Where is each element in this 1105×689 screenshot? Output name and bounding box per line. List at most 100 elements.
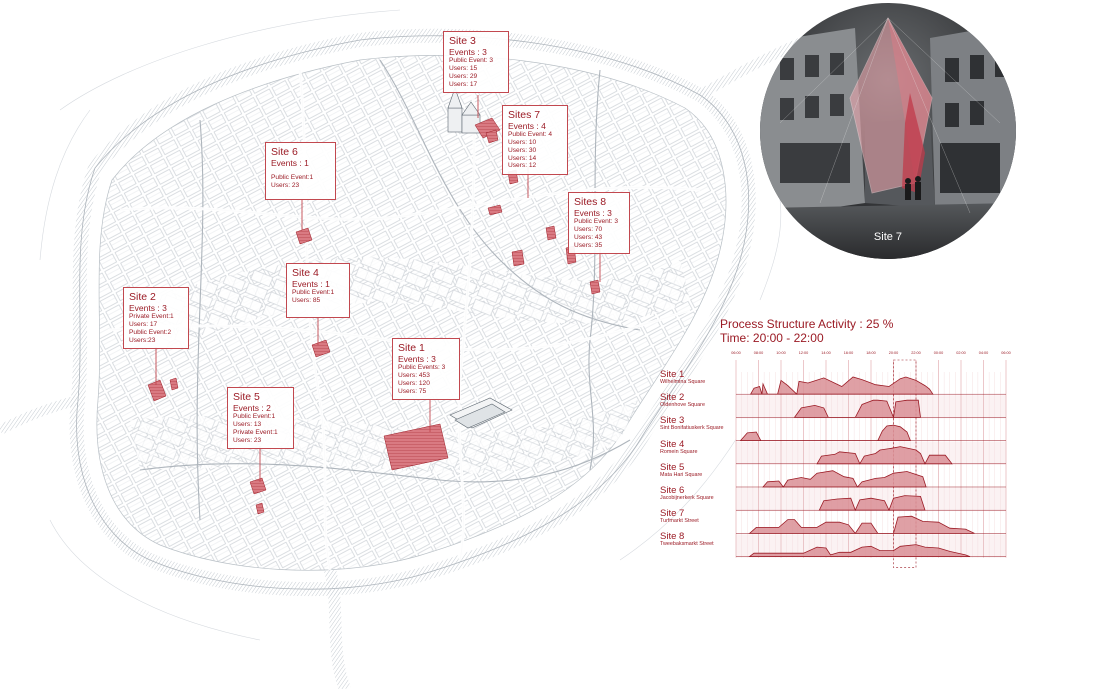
x-tick-label: 14:00 <box>821 351 831 355</box>
x-tick-label: 04:00 <box>978 351 989 355</box>
site-7-events: Events : 4 <box>508 121 546 132</box>
church-site-3 <box>447 87 481 134</box>
x-tick-label: 06:00 <box>731 351 741 355</box>
site-3-line: Public Event: 3 <box>449 57 493 65</box>
row-location: Jacobijnerkerk Square <box>660 494 714 501</box>
site-1-events: Events : 3 <box>398 354 436 365</box>
area-site-3 <box>739 424 911 441</box>
site-8-events: Events : 3 <box>574 208 612 219</box>
site-1-line: Users: 453 <box>398 372 430 380</box>
complex-site-1 <box>449 397 513 429</box>
site-7-title: Sites 7 <box>508 109 541 121</box>
site-2-line: Public Event:2 <box>129 328 172 336</box>
row-name: Site 4 <box>660 438 685 450</box>
x-tick-label: 20:00 <box>888 351 899 355</box>
site-2-line: Users:23 <box>129 336 156 344</box>
site-4-title: Site 4 <box>292 267 319 279</box>
site-2-line: Users: 17 <box>129 321 158 329</box>
x-tick-label: 00:00 <box>933 351 944 355</box>
site-8-callout[interactable]: Sites 8 Events : 3 Public Event: 3 Users… <box>568 192 630 255</box>
row-name: Site 1 <box>660 369 685 380</box>
site-1-line: Public Events: 3 <box>398 364 446 372</box>
site-3-title: Site 3 <box>449 35 476 47</box>
site-5-line: Public Event:1 <box>233 413 276 421</box>
site-4-events: Events : 1 <box>292 279 330 290</box>
site-1-line: Users: 120 <box>398 379 430 387</box>
site-3-events: Events : 3 <box>449 47 487 58</box>
x-tick-label: 16:00 <box>843 351 854 355</box>
row-location: Oldenhove Square <box>660 402 705 409</box>
x-tick-label: 08:00 <box>753 351 764 355</box>
site-8-line: Users: 43 <box>574 233 603 241</box>
site-2-callout[interactable]: Site 2 Events : 3 Private Event:1 Users:… <box>123 287 189 350</box>
row-name: Site 6 <box>660 485 685 496</box>
site-8-line: Public Event: 3 <box>574 218 618 226</box>
site-7-line: Users: 30 <box>508 146 537 154</box>
site-5-callout[interactable]: Site 5 Events : 2 Public Event:1 Users: … <box>227 387 294 450</box>
site-1-line: Users: 75 <box>398 387 427 395</box>
chart-time-range: Time: 20:00 - 22:00 <box>720 331 824 345</box>
site-7-line: Users: 10 <box>508 139 537 147</box>
site-5-line: Users: 13 <box>233 421 262 429</box>
site-5-title: Site 5 <box>233 391 260 403</box>
site-1-title: Site 1 <box>398 342 425 354</box>
x-tick-label: 06:00 <box>1001 351 1011 355</box>
site-3-line: Users: 29 <box>449 72 478 80</box>
site-7-line: Public Event: 4 <box>508 131 552 139</box>
area-site-4 <box>816 446 953 465</box>
site-6-callout[interactable]: Site 6 Events : 1 Public Event:1 Users: … <box>265 142 336 200</box>
site-7-line: Users: 12 <box>508 162 537 170</box>
site-4-callout[interactable]: Site 4 Events : 1 Public Event:1 Users: … <box>286 263 350 318</box>
street-scene-illustration <box>760 3 1016 259</box>
area-site-7 <box>748 515 975 535</box>
area-site-1 <box>749 376 934 396</box>
row-name: Site 3 <box>660 415 685 427</box>
site-3-line: Users: 15 <box>449 65 478 73</box>
site-3-callout[interactable]: Site 3 Events : 3 Public Event: 3 Users:… <box>443 31 509 94</box>
area-site-8 <box>748 544 971 557</box>
row-location: Turfmarkt Street <box>660 518 699 525</box>
site-1-callout[interactable]: Site 1 Events : 3 Public Events: 3 Users… <box>392 338 460 401</box>
photo-caption: Site 7 <box>873 231 903 243</box>
site-7-line: Users: 14 <box>508 154 537 162</box>
site-5-events: Events : 2 <box>233 403 271 414</box>
site-3-line: Users: 17 <box>449 80 478 88</box>
row-name: Site 2 <box>660 392 685 404</box>
site-6-title: Site 6 <box>271 146 298 158</box>
site-2-events: Events : 3 <box>129 303 167 314</box>
site-5-line: Private Event:1 <box>233 428 278 436</box>
x-tick-label: 22:00 <box>911 351 921 355</box>
site-8-line: Users: 35 <box>574 241 603 249</box>
row-location: Romein Square <box>660 448 698 455</box>
x-tick-label: 10:00 <box>776 351 786 355</box>
row-name: Site 7 <box>660 508 685 520</box>
site-2-title: Site 2 <box>129 291 156 303</box>
site-8-title: Sites 8 <box>574 196 607 208</box>
row-name: Site 8 <box>660 531 685 543</box>
site-6-events: Events : 1 <box>271 158 309 169</box>
site-2-line: Private Event:1 <box>129 313 174 321</box>
site-8-line: Users: 70 <box>574 226 603 234</box>
row-location: Wilhelmina Square <box>660 378 706 385</box>
x-tick-label: 18:00 <box>866 351 876 355</box>
site-7-callout[interactable]: Sites 7 Events : 4 Public Event: 4 Users… <box>502 105 568 176</box>
x-tick-label: 12:00 <box>798 351 809 355</box>
site-6-line: Public Event:1 <box>271 174 314 182</box>
row-name: Site 5 <box>660 461 685 473</box>
row-location: Tweebaksmarkt Street <box>660 541 714 548</box>
site-4-line: Public Event:1 <box>292 289 335 297</box>
area-site-6 <box>818 495 926 512</box>
site-6-line: Users: 23 <box>271 182 300 190</box>
area-site-2 <box>793 399 921 419</box>
site-7-photo: Site 7 <box>760 3 1016 259</box>
chart-title: Process Structure Activity : 25 % <box>720 317 894 331</box>
area-site-5 <box>762 470 927 488</box>
